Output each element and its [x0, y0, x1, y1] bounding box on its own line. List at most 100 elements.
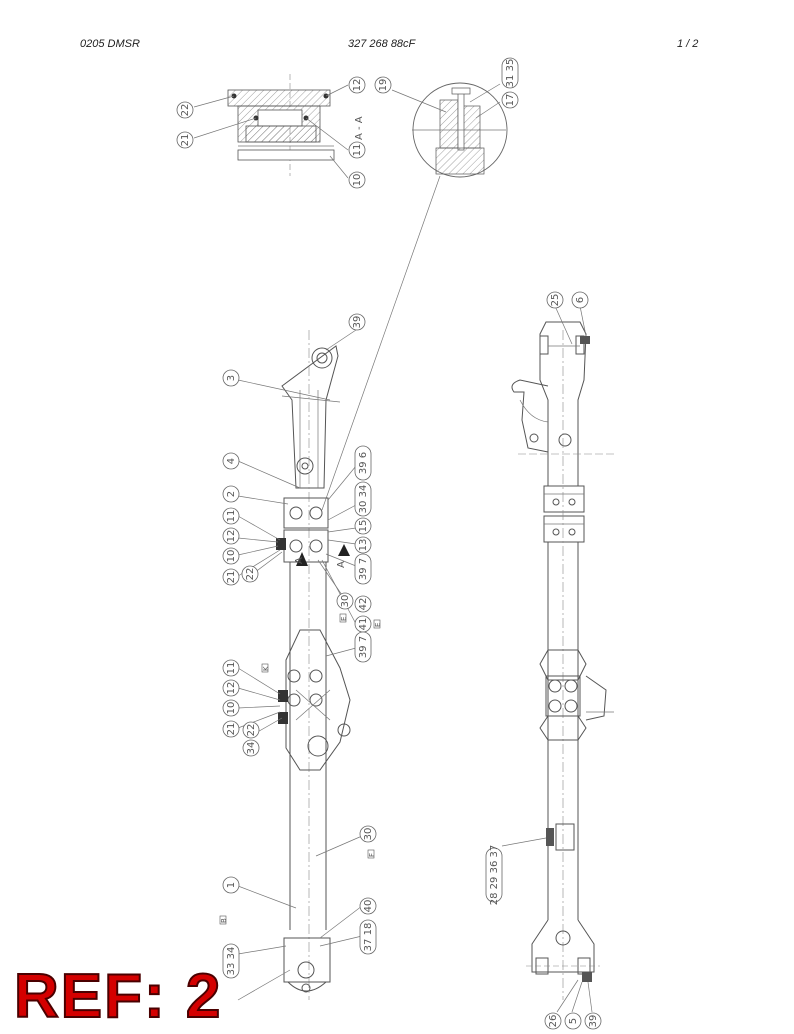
view-markers: A A E E K F B	[220, 557, 382, 923]
callout-22: 22	[176, 101, 194, 119]
callout-39: 39	[348, 313, 366, 331]
svg-text:12: 12	[226, 682, 237, 695]
callout-10: 10	[348, 171, 366, 189]
sheet-number: 1 / 2	[677, 38, 699, 50]
bolt-detail-circle	[321, 82, 508, 511]
svg-text:40: 40	[363, 900, 374, 913]
svg-text:22: 22	[180, 104, 191, 117]
callout-17: 17	[501, 91, 519, 109]
svg-text:2: 2	[226, 491, 237, 497]
svg-text:11: 11	[226, 510, 237, 523]
callout-30: 30	[336, 592, 354, 610]
main-arm-left-view	[219, 329, 381, 1001]
main-arm-right-view	[501, 305, 614, 1013]
callout-31-35: 31 35	[501, 57, 519, 89]
svg-text:30: 30	[363, 828, 374, 841]
callout-3: 3	[222, 369, 240, 387]
callout-1: 1	[222, 876, 240, 894]
callout-39-6: 39 6	[354, 445, 372, 481]
svg-text:41: 41	[358, 618, 369, 631]
svg-text:6: 6	[575, 297, 586, 303]
svg-text:28 29 36 37: 28 29 36 37	[489, 845, 500, 905]
svg-text:37 18: 37 18	[363, 923, 374, 952]
callout-12: 12	[348, 76, 366, 94]
callout-6: 6	[571, 291, 589, 309]
svg-text:13: 13	[358, 539, 369, 552]
view-letter-a-2: A	[336, 561, 347, 568]
callouts-right: 25 6 28 29 36 37 26 5 39	[485, 291, 602, 1030]
callouts-top: 22 21 12 11 10 19 31 35 17	[176, 57, 519, 189]
callout-22-b: 22	[242, 721, 260, 739]
ref-badge: REF: 2	[13, 962, 223, 1031]
callout-10-a: 10	[222, 547, 240, 565]
svg-text:25: 25	[550, 294, 561, 307]
svg-text:30 34: 30 34	[358, 485, 369, 514]
callout-39-r: 39	[584, 1012, 602, 1030]
callout-12-a: 12	[222, 527, 240, 545]
svg-text:21: 21	[226, 723, 237, 736]
callout-41: 41	[354, 615, 372, 633]
view-letter-a-1: A	[294, 557, 305, 564]
callout-11: 11	[348, 141, 366, 159]
callout-2: 2	[222, 485, 240, 503]
svg-text:17: 17	[505, 94, 516, 107]
callout-10-b: 10	[222, 699, 240, 717]
callout-42: 42	[354, 595, 372, 613]
svg-text:5: 5	[568, 1018, 579, 1024]
callout-21-a: 21	[222, 568, 240, 586]
svg-text:10: 10	[226, 702, 237, 715]
svg-text:39 6: 39 6	[358, 452, 369, 474]
svg-text:26: 26	[548, 1015, 559, 1028]
svg-text:22: 22	[246, 724, 257, 737]
callout-19: 19	[374, 76, 392, 94]
svg-text:12: 12	[352, 79, 363, 92]
part-number: 327 268 88cF	[348, 38, 416, 50]
svg-text:31 35: 31 35	[505, 59, 516, 88]
drawing-code: 0205 DMSR	[80, 38, 140, 50]
svg-text:34: 34	[246, 742, 257, 755]
callouts-left: 39 3 4 2 11 12 10 21 22 39 6 30 34 15 13…	[222, 313, 377, 979]
callout-39-7: 39 7	[354, 553, 372, 585]
callout-11-a: 11	[222, 507, 240, 525]
svg-text:11: 11	[226, 662, 237, 675]
callout-28-29-36-37: 28 29 36 37	[485, 845, 503, 905]
callout-25: 25	[546, 291, 564, 309]
callout-13: 13	[354, 536, 372, 554]
svg-text:21: 21	[180, 134, 191, 147]
callout-22-a: 22	[241, 565, 259, 583]
svg-text:39 7: 39 7	[358, 636, 369, 658]
marker-k: K	[262, 666, 270, 671]
callout-30-b: 30	[359, 825, 377, 843]
callout-33-34: 33 34	[222, 943, 240, 979]
marker-e-2: E	[374, 623, 382, 627]
svg-text:4: 4	[226, 458, 237, 464]
callout-5: 5	[564, 1012, 582, 1030]
svg-text:3: 3	[226, 375, 237, 381]
svg-text:12: 12	[226, 530, 237, 543]
section-label: A - A	[354, 116, 365, 140]
svg-text:39: 39	[588, 1015, 599, 1028]
callout-37-18: 37 18	[359, 919, 377, 955]
callout-15: 15	[354, 517, 372, 535]
svg-text:30: 30	[340, 595, 351, 608]
marker-e-1: E	[340, 617, 348, 621]
svg-text:33 34: 33 34	[226, 947, 237, 976]
svg-text:22: 22	[245, 568, 256, 581]
svg-text:19: 19	[378, 79, 389, 92]
callout-30-34: 30 34	[354, 481, 372, 517]
callout-21: 21	[176, 131, 194, 149]
callout-4: 4	[222, 452, 240, 470]
callout-12-b: 12	[222, 679, 240, 697]
callout-34: 34	[242, 739, 260, 757]
svg-text:39: 39	[352, 316, 363, 329]
svg-text:10: 10	[352, 174, 363, 187]
callout-21-b: 21	[222, 720, 240, 738]
svg-text:1: 1	[226, 882, 237, 888]
marker-b: B	[220, 918, 228, 923]
callout-40: 40	[359, 897, 377, 915]
svg-text:42: 42	[358, 598, 369, 611]
callout-39-7-b: 39 7	[354, 631, 372, 663]
svg-text:11: 11	[352, 144, 363, 157]
marker-f: F	[368, 853, 376, 857]
